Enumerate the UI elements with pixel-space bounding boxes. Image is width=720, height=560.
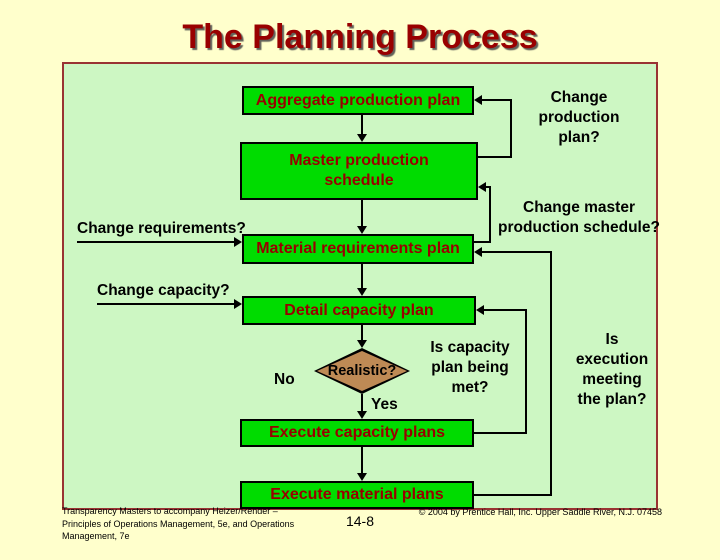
label-change-production-plan: Change production plan? xyxy=(538,89,620,147)
arrowhead-down-decision xyxy=(357,340,367,348)
connector-decision-to-ecp xyxy=(361,394,363,412)
arrowhead-down-ecp xyxy=(357,411,367,419)
flow-box-aggregate-production-plan: Aggregate production plan xyxy=(242,86,474,115)
arrowhead-down-dcp xyxy=(357,288,367,296)
label-change-requirements: Change requirements? xyxy=(77,220,246,237)
flow-box-material-requirements-plan: Material requirements plan xyxy=(242,234,474,264)
arrowhead-left-mps xyxy=(478,182,486,192)
loop-production-plan-vertical xyxy=(510,99,512,158)
decision-diamond-realistic: Realistic? xyxy=(317,351,407,391)
flow-box-execute-capacity-plans: Execute capacity plans xyxy=(240,419,474,447)
arrowhead-right-mrp xyxy=(234,237,242,247)
loop-production-plan-bottom xyxy=(478,156,512,158)
decision-yes-label: Yes xyxy=(371,396,398,413)
footer-credits: Transparency Masters to accompany Heizer… xyxy=(62,506,295,541)
page-number: 14-8 xyxy=(345,513,375,529)
loop-production-plan-top xyxy=(482,99,512,101)
arrowhead-left-mrp xyxy=(474,247,482,257)
arrowhead-left-app xyxy=(474,95,482,105)
loop-master-schedule-top xyxy=(486,186,491,188)
loop-capacity-vertical xyxy=(525,309,527,434)
flow-box-execute-material-plans: Execute material plans xyxy=(240,481,474,509)
arrowhead-left-dcp xyxy=(476,305,484,315)
label-change-capacity: Change capacity? xyxy=(97,282,230,299)
connector-mrp-to-dcp xyxy=(361,264,363,289)
connector-dcp-to-decision xyxy=(361,325,363,341)
loop-capacity-top xyxy=(484,309,526,311)
label-change-master-schedule: Change master production schedule? xyxy=(498,199,660,237)
loop-capacity-bottom xyxy=(474,432,527,434)
connector-mps-to-mrp xyxy=(361,200,363,227)
arrowhead-down-mps xyxy=(357,134,367,142)
connector-app-to-mps xyxy=(361,115,363,135)
loop-execution-vertical xyxy=(550,251,552,496)
connector-ecp-to-emp xyxy=(361,447,363,474)
arrowhead-right-dcp xyxy=(234,299,242,309)
loop-master-schedule-bottom xyxy=(474,241,491,243)
footer-copyright: © 2004 by Prentice Hall, Inc. Upper Sadd… xyxy=(418,507,662,517)
diagram-panel: Aggregate production plan Master product… xyxy=(62,62,660,510)
loop-execution-top xyxy=(482,251,550,253)
arrow-change-requirements-line xyxy=(77,241,234,243)
loop-execution-bottom xyxy=(474,494,552,496)
arrow-change-capacity-line xyxy=(97,303,234,305)
loop-master-schedule-vertical xyxy=(489,186,491,243)
arrowhead-down-emp xyxy=(357,473,367,481)
decision-no-label: No xyxy=(274,371,295,388)
label-execution-meeting-plan: Is execution meeting the plan? xyxy=(575,331,649,409)
flow-box-detail-capacity-plan: Detail capacity plan xyxy=(242,296,476,325)
flow-box-master-production-schedule: Master production schedule xyxy=(240,142,478,200)
arrowhead-down-mrp xyxy=(357,226,367,234)
slide-title: The Planning Process xyxy=(182,18,538,56)
label-capacity-plan-met: Is capacity plan being met? xyxy=(430,339,510,397)
